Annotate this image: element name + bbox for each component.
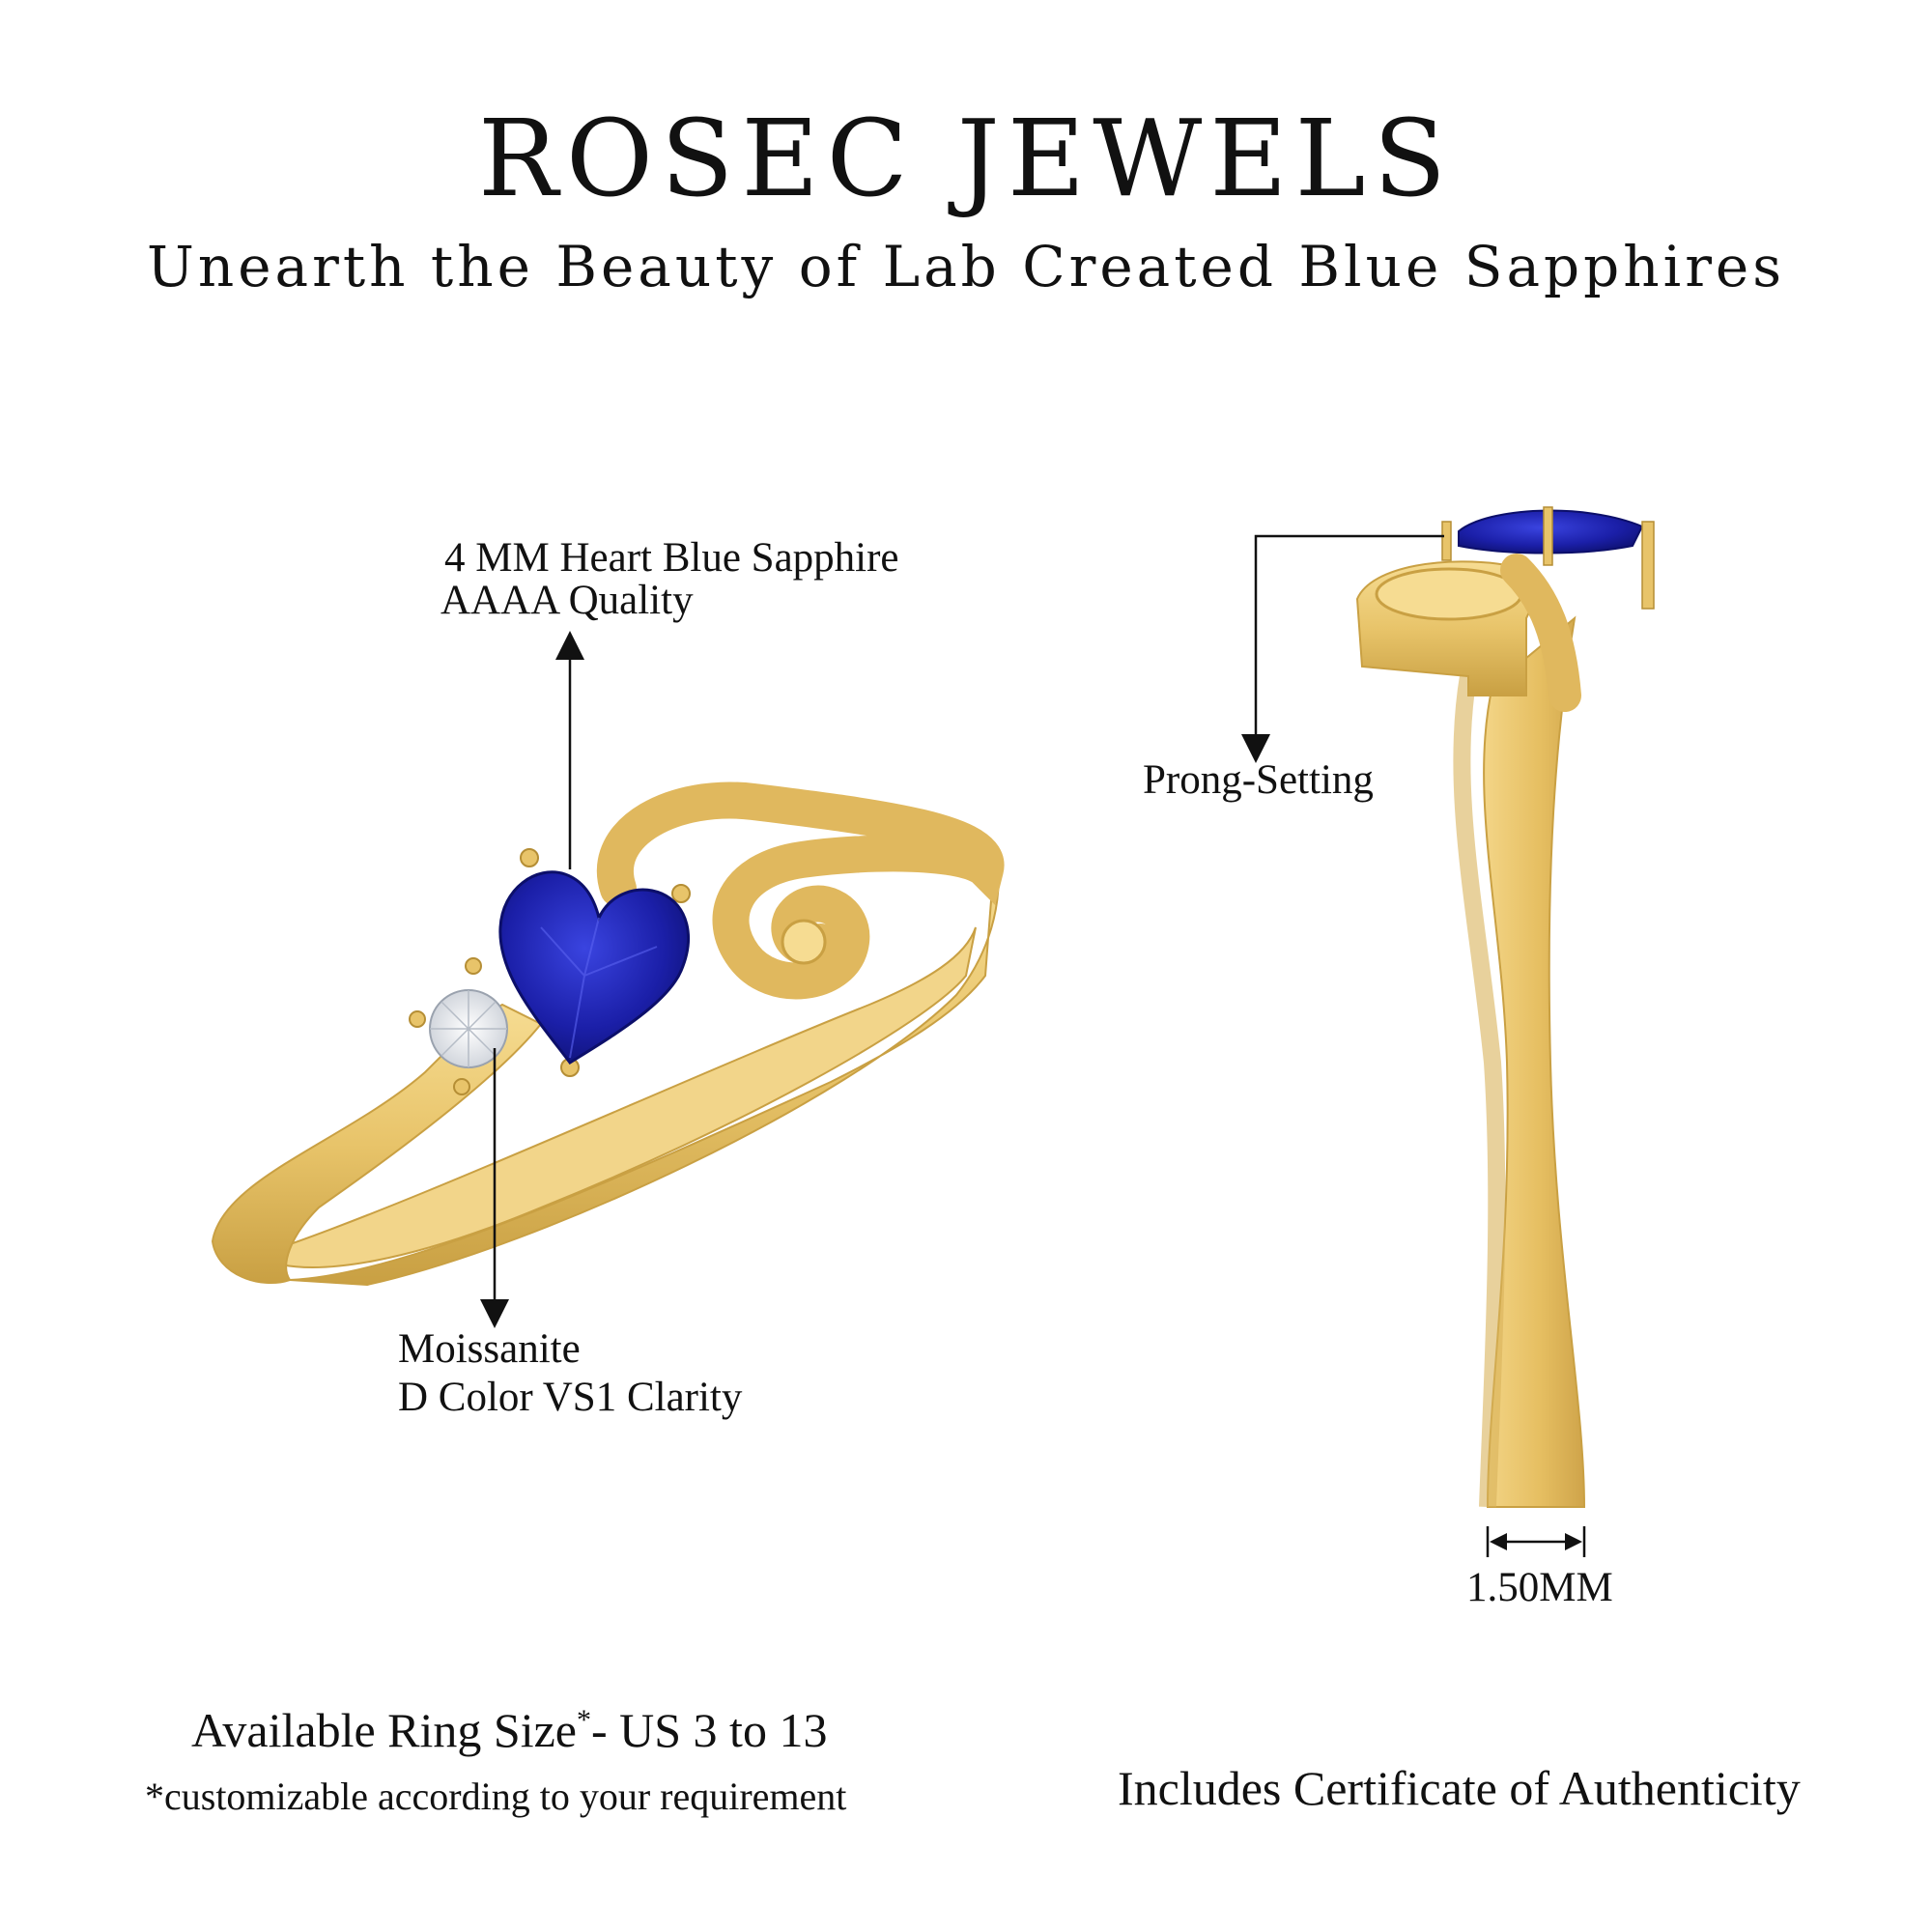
sapphire-label-line2: AAAA Quality [440, 578, 694, 623]
moissanite-facets [430, 990, 507, 1067]
ring-swirl-eye [781, 919, 827, 965]
ring-size-prefix: Available Ring Size [191, 1703, 577, 1757]
ring-swirl-arc [1500, 554, 1581, 712]
side-prong [1441, 521, 1452, 561]
ring-swirl-loop [1375, 567, 1523, 621]
tagline: Unearth the Beauty of Lab Created Blue S… [146, 234, 1786, 299]
ring-shank [1483, 615, 1586, 1508]
sapphire-facets [540, 917, 658, 1059]
moissanite-prong [465, 957, 482, 975]
side-prong [1641, 521, 1655, 610]
ring-size-text: Available Ring Size*- US 3 to 13 [191, 1702, 827, 1758]
band-width-dimension [1486, 1526, 1586, 1557]
side-prong [1543, 506, 1553, 566]
ring-shank-edge [1453, 674, 1506, 1508]
brand-title: ROSEC JEWELS [478, 97, 1454, 220]
certificate-text: Includes Certificate of Authenticity [1118, 1761, 1801, 1815]
moissanite-prong [453, 1078, 470, 1095]
ring-size-range: - US 3 to 13 [590, 1703, 828, 1757]
moissanite-label-line1: Moissanite [398, 1326, 581, 1372]
sapphire-prong [671, 884, 691, 903]
prong-setting-label: Prong-Setting [1143, 757, 1374, 803]
ring-swirl [597, 781, 1005, 1000]
ring-band-inner [253, 926, 977, 1268]
heart-sapphire [498, 870, 690, 1065]
customizable-note: *customizable according to your requirem… [145, 1775, 847, 1818]
sapphire-prong [520, 848, 539, 867]
ring-front-view [211, 781, 1005, 1287]
moissanite-prong [409, 1010, 426, 1028]
ring-side-view [1355, 506, 1655, 1508]
moissanite-label-line2: D Color VS1 Clarity [398, 1375, 743, 1420]
band-width-label: 1.50MM [1466, 1565, 1613, 1610]
prong-callout-line [1241, 534, 1444, 763]
sapphire-label-line1: 4 MM Heart Blue Sapphire [444, 535, 899, 581]
ring-size-asterisk: * [576, 1704, 591, 1736]
